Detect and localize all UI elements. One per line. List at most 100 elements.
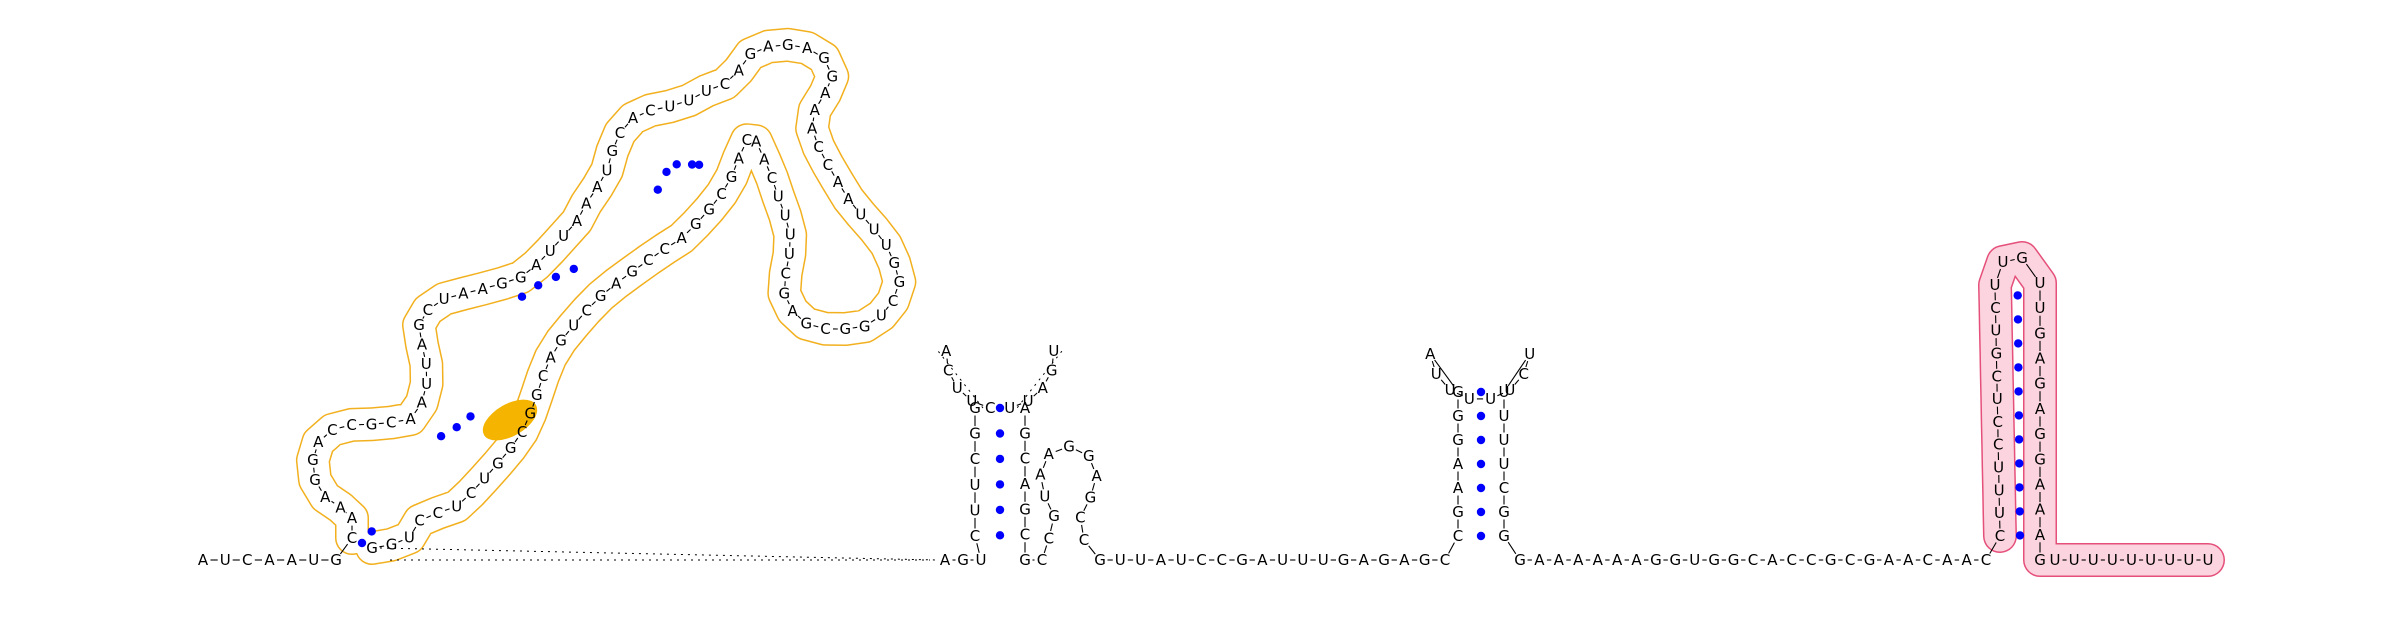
- nucleotide-86: G: [690, 215, 702, 233]
- nucleotide-57: C: [823, 156, 833, 174]
- backbone-link: [323, 434, 328, 438]
- nucleotide-221: C: [1992, 367, 2002, 385]
- backbone-link: [1507, 359, 1527, 387]
- nucleotide-146: G: [1085, 489, 1097, 507]
- base-pair-dot: [2014, 339, 2023, 348]
- base-pair-dot: [2015, 531, 2025, 540]
- backbone-link: [795, 45, 800, 48]
- nucleotide-42: U: [664, 97, 675, 115]
- backbone-link: [339, 543, 349, 555]
- backbone-link: [1075, 449, 1083, 454]
- nucleotide-211: A: [1942, 551, 1953, 569]
- backbone-link: [729, 75, 734, 79]
- backbone-link: [758, 147, 762, 153]
- backbone-link: [433, 302, 439, 307]
- nucleotide-59: A: [843, 190, 854, 208]
- nucleotide-245: U: [2145, 551, 2156, 569]
- backbone-link: [757, 48, 762, 52]
- nucleotide-229: U: [2035, 299, 2046, 317]
- nucleotide-167: C: [1453, 527, 1463, 545]
- backbone-link: [813, 51, 818, 55]
- nucleotide-65: C: [888, 292, 898, 310]
- backbone-gap: [1016, 350, 1063, 409]
- nucleotide-139: G: [1048, 507, 1060, 525]
- backbone-link: [1081, 524, 1084, 533]
- base-pair-dots: [357, 160, 2025, 548]
- nucleotide-37: U: [602, 161, 613, 179]
- base-pair-dot: [534, 281, 543, 290]
- backbone-link: [475, 483, 480, 488]
- nucleotide-25: C: [423, 301, 433, 319]
- nucleotide-180: C: [1519, 365, 1529, 383]
- nucleotide-173: G: [1452, 383, 1464, 401]
- nucleotide-149: G: [1094, 551, 1106, 569]
- nucleotide-30: G: [515, 268, 527, 286]
- backbone-links: [210, 44, 2201, 561]
- backbone-link: [568, 226, 573, 231]
- nucleotide-248: U: [2203, 551, 2214, 569]
- nucleotide-8: C: [347, 529, 357, 547]
- nucleotide-232: G: [2034, 375, 2046, 393]
- backbone-gap: [379, 547, 938, 561]
- nucleotide-246: U: [2164, 551, 2175, 569]
- nucleotide-145: A: [1091, 467, 1102, 485]
- backbone-link: [398, 539, 403, 543]
- backbone-link: [695, 94, 701, 98]
- base-pair-dot: [687, 160, 697, 169]
- nucleotide-233: A: [2035, 400, 2046, 418]
- backbone-link: [578, 315, 583, 320]
- nucleotide-112: G: [957, 551, 969, 569]
- backbone-link: [713, 85, 719, 89]
- backbone-link: [780, 203, 784, 209]
- backbone-link: [852, 204, 857, 209]
- backbone-link: [579, 210, 584, 215]
- nucleotide-144: G: [1083, 447, 1095, 465]
- nucleotide-99: G: [524, 405, 536, 423]
- nucleotide-84: C: [716, 185, 726, 203]
- nucleotide-62: U: [881, 236, 892, 254]
- nucleotide-88: C: [660, 240, 670, 258]
- nucleotide-32: U: [545, 242, 556, 260]
- nucleotide-192: A: [1573, 551, 1584, 569]
- base-pair-dot: [367, 527, 376, 536]
- nucleotide-150: U: [1115, 551, 1126, 569]
- nucleotide-82: A: [734, 149, 745, 167]
- nucleotide-124: C: [985, 399, 995, 417]
- nucleotide-46: A: [734, 61, 745, 79]
- backbone-link: [1091, 482, 1096, 491]
- nucleotide-92: G: [595, 287, 607, 305]
- nucleotide-126: U: [1023, 392, 1034, 410]
- backbone-link: [831, 171, 835, 176]
- backbone-link: [841, 188, 845, 193]
- backbone-link: [895, 270, 898, 275]
- nucleotide-155: C: [1217, 551, 1227, 569]
- hairpin-5-halo-fill: [1979, 242, 2224, 576]
- base-pair-dot: [452, 423, 461, 432]
- backbone-link: [624, 123, 629, 128]
- nucleotide-247: U: [2183, 551, 2194, 569]
- backbone-link: [1525, 360, 1529, 368]
- nucleotide-64: G: [894, 273, 906, 291]
- backbone-link: [724, 183, 729, 188]
- backbone-link: [1497, 392, 1504, 397]
- backbone-link: [1045, 377, 1049, 382]
- nucleotide-168: G: [1452, 503, 1464, 521]
- backbone-link: [412, 526, 417, 532]
- backbone-link: [951, 377, 955, 382]
- nucleotide-240: U: [2050, 551, 2061, 569]
- backbone-link: [741, 146, 745, 152]
- nucleotide-28: A: [478, 280, 489, 298]
- base-pair-dot: [995, 505, 1005, 515]
- nucleotide-165: G: [1419, 551, 1431, 569]
- nucleotide-107: C: [414, 512, 424, 530]
- nucleotide-101: G: [505, 439, 517, 457]
- backbone-link: [1055, 448, 1063, 453]
- nucleotide-136: G: [1019, 551, 1031, 569]
- nucleotide-132: C: [1020, 450, 1030, 468]
- nucleotide-203: C: [1787, 551, 1797, 569]
- backbone-link: [608, 158, 611, 164]
- base-pair-dot: [2013, 291, 2022, 300]
- nucleotide-51: G: [818, 49, 830, 67]
- nucleotide-68: G: [839, 320, 851, 338]
- nucleotide-89: C: [643, 251, 653, 269]
